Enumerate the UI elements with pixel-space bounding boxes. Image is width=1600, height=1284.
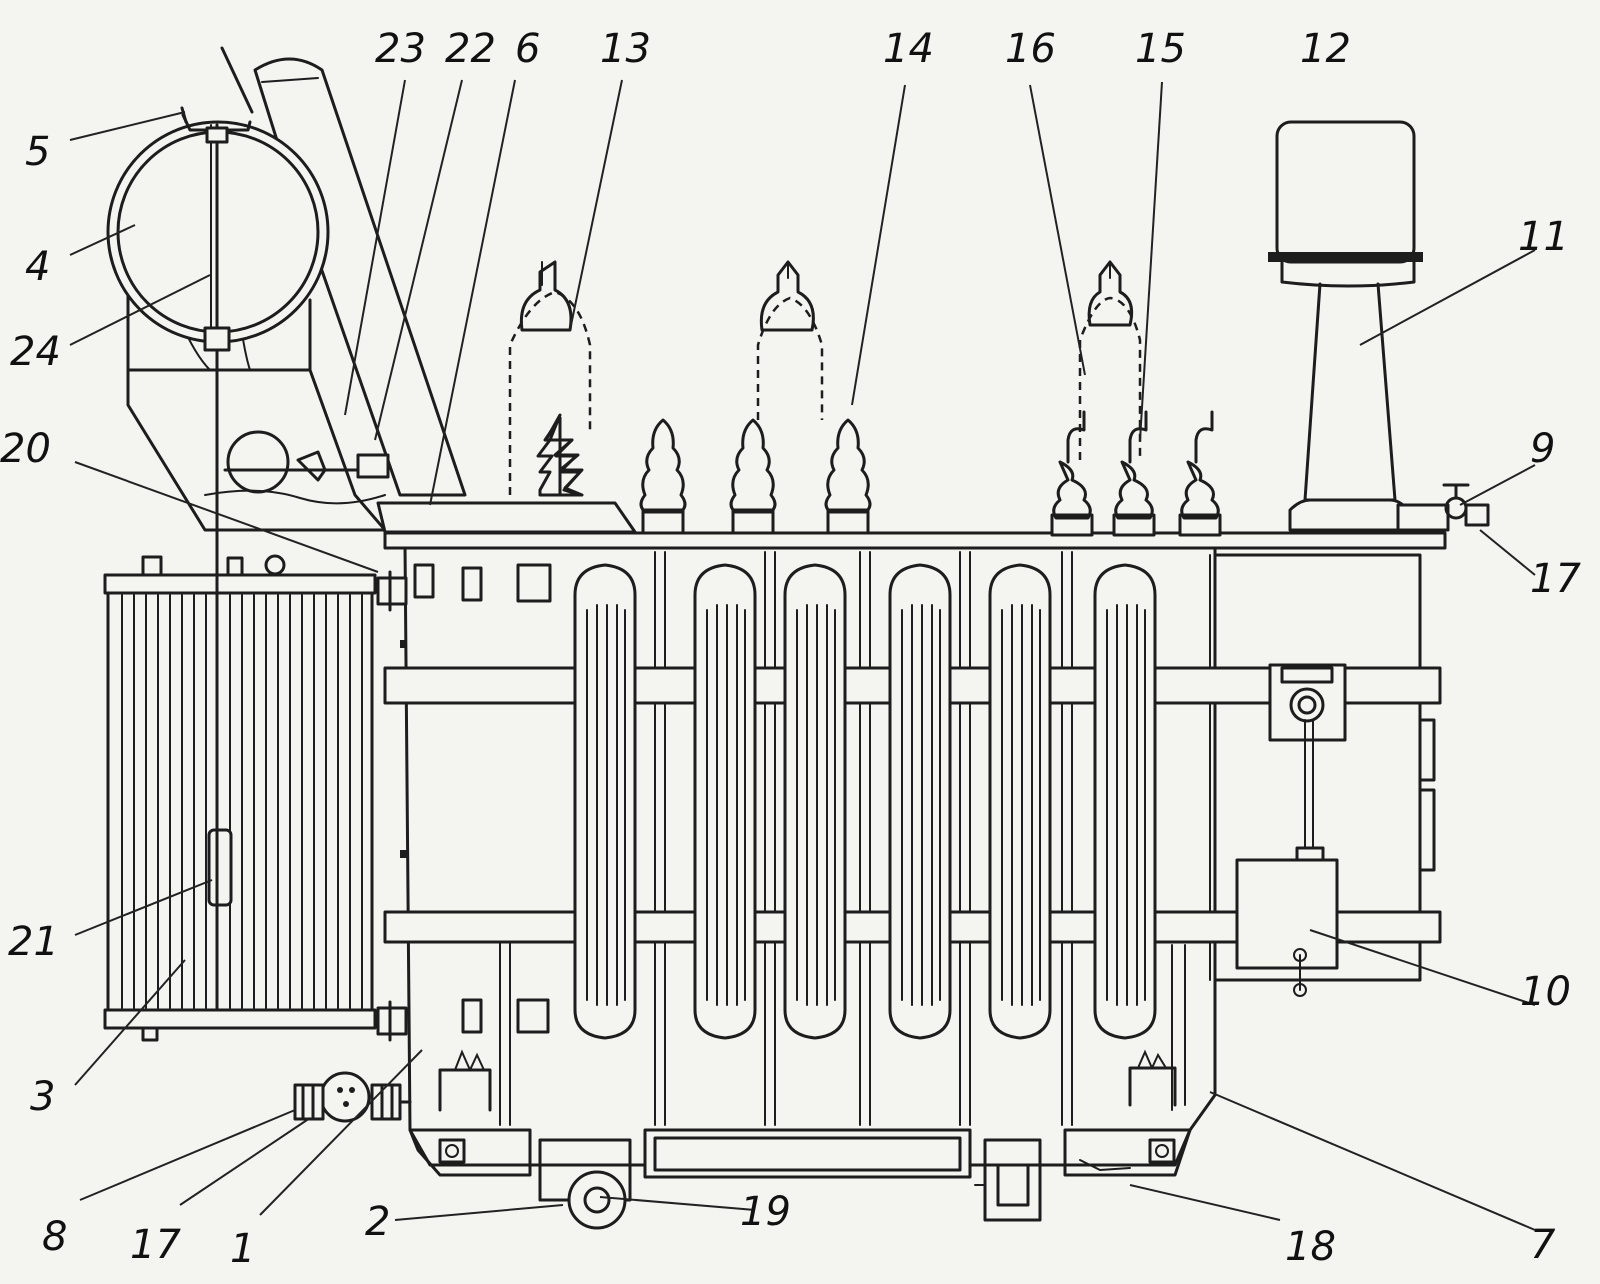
tank-cover bbox=[383, 531, 1447, 550]
wheel-carriage-right bbox=[983, 1138, 1042, 1222]
valve-22 bbox=[356, 453, 390, 479]
label-9: 9 bbox=[1530, 426, 1555, 472]
label-5: 5 bbox=[25, 129, 50, 175]
callout-labels: 23 22 6 13 14 16 15 12 5 4 24 11 20 9 17… bbox=[0, 26, 1581, 1272]
label-13: 13 bbox=[600, 26, 651, 72]
label-14: 14 bbox=[883, 26, 934, 72]
label-6: 6 bbox=[515, 26, 540, 72]
label-21: 21 bbox=[8, 919, 59, 965]
label-22: 22 bbox=[445, 26, 496, 72]
cooler-4 bbox=[888, 563, 952, 1040]
cover-box-6 bbox=[376, 501, 637, 534]
label-17-bottom: 17 bbox=[130, 1222, 181, 1268]
label-4: 4 bbox=[25, 244, 50, 290]
label-23: 23 bbox=[375, 26, 426, 72]
conservator bbox=[106, 46, 467, 1012]
label-3: 3 bbox=[30, 1074, 55, 1120]
side-equipment bbox=[1235, 663, 1436, 997]
cooler-2 bbox=[693, 563, 757, 1040]
label-2: 2 bbox=[365, 1199, 390, 1245]
cooler-5 bbox=[988, 563, 1052, 1040]
lv-bushings-15 bbox=[1050, 410, 1222, 537]
leader-lines bbox=[69, 79, 1536, 1231]
label-15: 15 bbox=[1135, 26, 1186, 72]
valve-20 bbox=[376, 576, 408, 606]
cooler-6 bbox=[1093, 563, 1157, 1040]
drive-housing-12 bbox=[1275, 120, 1416, 264]
label-19: 19 bbox=[740, 1189, 791, 1235]
vertical-pipes bbox=[499, 551, 1186, 1126]
cooler-3 bbox=[783, 563, 847, 1040]
control-box-10 bbox=[1235, 858, 1339, 970]
wheel-19 bbox=[567, 1170, 627, 1230]
cooler-elements bbox=[573, 563, 1157, 1040]
label-16: 16 bbox=[1005, 26, 1056, 72]
label-24: 24 bbox=[10, 329, 61, 375]
base-skid bbox=[408, 1128, 1192, 1230]
lv-bushings-14 bbox=[536, 413, 872, 535]
element-21 bbox=[207, 828, 233, 907]
label-12: 12 bbox=[1300, 26, 1351, 72]
hv-bushing-center bbox=[756, 260, 824, 420]
label-10: 10 bbox=[1520, 969, 1571, 1015]
drain-valve bbox=[293, 1071, 412, 1123]
tap-changer bbox=[1268, 120, 1490, 532]
label-11: 11 bbox=[1518, 214, 1569, 260]
label-8: 8 bbox=[42, 1214, 67, 1260]
gas-relay-23 bbox=[226, 430, 290, 494]
label-20: 20 bbox=[0, 426, 51, 472]
label-17-right: 17 bbox=[1530, 556, 1581, 602]
hv-bushing-16 bbox=[1078, 260, 1142, 460]
label-1: 1 bbox=[230, 1226, 255, 1272]
label-7: 7 bbox=[1530, 1222, 1556, 1268]
left-radiator bbox=[103, 554, 408, 1042]
cooler-1 bbox=[573, 563, 637, 1040]
label-18: 18 bbox=[1285, 1224, 1336, 1270]
